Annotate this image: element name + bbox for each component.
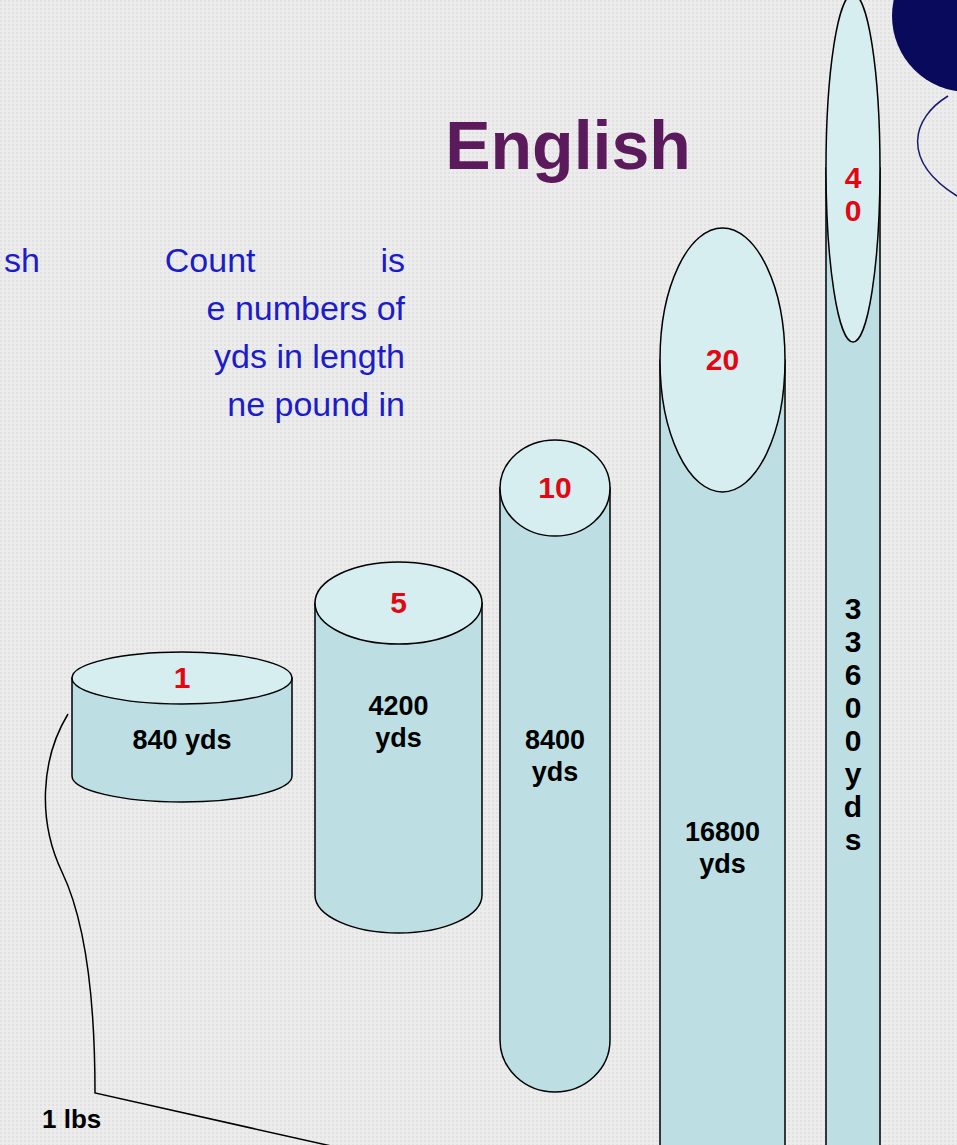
definition-text: yds in length [4, 332, 405, 380]
cylinder-top [660, 228, 785, 492]
yarn-package: 10 8400 yds [500, 440, 610, 1092]
navy-disc [892, 0, 957, 92]
text-wrap: 4200 yds [362, 690, 436, 755]
text-wrap: 10 [504, 471, 606, 506]
text-wrap: 5 [319, 586, 478, 621]
count-number: 5 [319, 586, 478, 621]
cylinder-body [315, 603, 482, 933]
definition-text: sh Count is [4, 236, 405, 284]
length-text: 16800 yds [680, 816, 766, 881]
label-wrap: yds in length [4, 332, 405, 380]
weight-label: 1 lbs [42, 1104, 162, 1134]
yarn-package: 1 840 yds [72, 652, 292, 802]
label-wrap: e numbers of [4, 284, 405, 332]
cylinder-body [500, 488, 610, 1092]
text-wrap: 40 [838, 161, 868, 227]
yarn-package: 20 16800 yds [660, 228, 785, 1145]
length-text: 33600 yds [838, 592, 868, 856]
count-number: 40 [838, 161, 868, 227]
count-number: 20 [664, 343, 781, 378]
label-wrap: 1 lbs [42, 1104, 162, 1134]
definition-text: ne pound in [4, 380, 405, 428]
cylinder-top [826, 0, 880, 342]
title-wrap: English [368, 105, 768, 187]
slide-title: English [368, 105, 768, 187]
length-text: 4200 yds [362, 690, 436, 755]
text-wrap: 33600 yds [838, 592, 868, 856]
definition-text: e numbers of [4, 284, 405, 332]
cylinder-top [72, 652, 292, 704]
label-wrap: ne pound in [4, 380, 405, 428]
cylinder-top [315, 562, 482, 644]
label-wrap: sh Count is [4, 236, 405, 284]
length-text: 840 yds [82, 724, 282, 756]
cylinder-top [500, 440, 610, 536]
count-number: 1 [76, 661, 288, 696]
count-number: 10 [504, 471, 606, 506]
text-wrap: 16800 yds [680, 816, 766, 881]
navy-arc [918, 96, 957, 196]
text-wrap: 20 [664, 343, 781, 378]
text-wrap: 8400 yds [517, 724, 593, 789]
length-text: 8400 yds [517, 724, 593, 789]
text-wrap: 1 [76, 661, 288, 696]
yarn-package: 5 4200 yds [315, 562, 482, 933]
text-wrap: 840 yds [82, 724, 282, 756]
yarn-package: 40 33600 yds [826, 0, 880, 1145]
